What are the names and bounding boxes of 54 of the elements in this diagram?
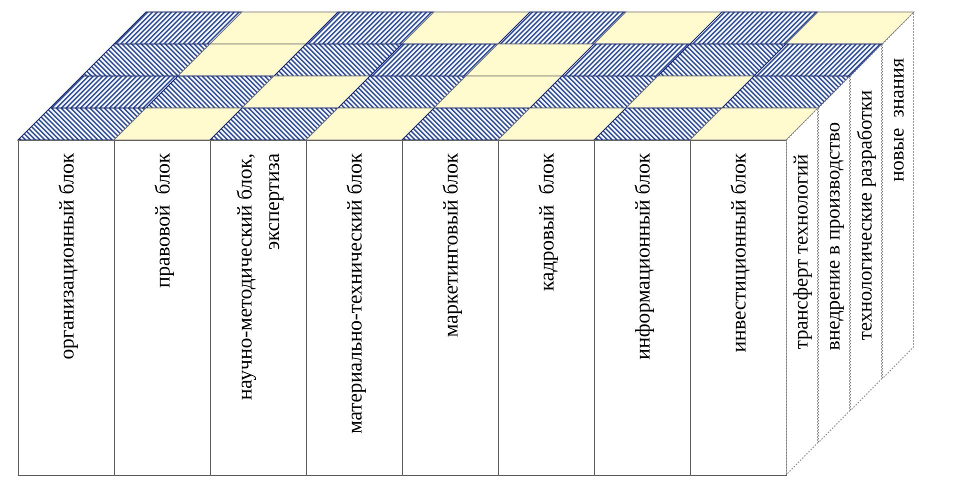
column-label: маркетинговый блок <box>436 153 463 338</box>
hatched-tile <box>272 44 404 76</box>
tile <box>433 76 563 108</box>
hatched-tile <box>336 76 468 108</box>
tile <box>497 108 627 140</box>
hatched-tile <box>304 12 436 44</box>
hatched-tile <box>144 76 276 108</box>
block-column <box>306 140 403 476</box>
side-strip <box>786 108 818 475</box>
hatched-tile <box>656 44 788 76</box>
column-label: информационный блок <box>628 153 655 360</box>
hatched-tile <box>368 44 500 76</box>
strip-label: трансферт технологий <box>790 154 814 350</box>
side-strip <box>850 44 882 411</box>
hatched-tile <box>48 76 180 108</box>
tile <box>625 76 755 108</box>
block-column <box>594 140 691 476</box>
tile <box>113 108 243 140</box>
hatched-tile <box>400 108 532 140</box>
hatched-tile <box>688 12 820 44</box>
tile <box>401 12 531 44</box>
tile <box>689 108 819 140</box>
block-column <box>498 140 595 476</box>
tile <box>785 12 915 44</box>
tile <box>593 12 723 44</box>
hatched-tile <box>720 76 852 108</box>
block-column <box>402 140 499 476</box>
hatched-tile <box>528 76 660 108</box>
block-column <box>114 140 211 476</box>
column-label: организационный блок <box>52 153 79 360</box>
tile <box>209 12 339 44</box>
hatched-tile <box>16 108 148 140</box>
strip-label: новые знания <box>886 58 910 182</box>
hatched-tile <box>208 108 340 140</box>
tile <box>305 108 435 140</box>
column-label: кадровый блок <box>532 153 559 291</box>
strip-label: технологические разработки <box>854 90 878 340</box>
column-label: инвестиционный блок <box>724 153 751 352</box>
hatched-tile <box>592 108 724 140</box>
tile <box>465 44 595 76</box>
hatched-tile <box>496 12 628 44</box>
side-strip <box>882 12 914 379</box>
hatched-tile <box>752 44 884 76</box>
side-strip <box>818 76 850 443</box>
column-label: правовой блок <box>148 153 175 288</box>
tile <box>241 76 371 108</box>
column-label: материально-технический блок <box>340 153 367 434</box>
hatched-tile <box>560 44 692 76</box>
block-column <box>210 140 307 476</box>
strip-label: внедрение в производство <box>822 122 846 350</box>
hatched-tile <box>80 44 212 76</box>
block-column <box>18 140 115 476</box>
tile <box>177 44 307 76</box>
hatched-tile <box>112 12 244 44</box>
